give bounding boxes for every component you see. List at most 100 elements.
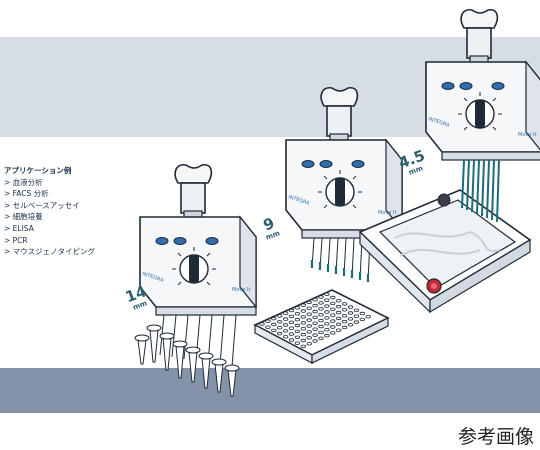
- plate-well: [353, 320, 360, 324]
- applications-list: アプリケーション例 > 血液分析 > FACS 分析 > セルベースアッセイ >…: [4, 165, 95, 258]
- plate-well: [330, 319, 336, 323]
- plate-well: [271, 322, 277, 327]
- tube-row: [134, 324, 240, 397]
- plate-well: [336, 316, 342, 321]
- plate-well: [359, 311, 365, 316]
- plate-well: [288, 320, 295, 324]
- plate-well: [294, 317, 301, 322]
- microplate-96: [253, 289, 390, 364]
- plate-well: [300, 303, 306, 307]
- plate-well: [265, 319, 271, 323]
- plate-well: [300, 332, 306, 337]
- plate-well: [336, 310, 342, 315]
- application-item: > FACS 分析: [4, 189, 49, 199]
- plate-well: [294, 323, 301, 328]
- plate-well: [265, 325, 271, 329]
- plate-well: [277, 320, 283, 324]
- plate-well: [300, 338, 306, 343]
- plate-well: [341, 319, 348, 324]
- plate-well: [324, 333, 330, 338]
- plate-well: [288, 326, 295, 330]
- plate-well: [277, 331, 283, 336]
- pipette-9mm: INTEGRA Move It: [285, 86, 403, 283]
- plate-well: [312, 321, 318, 325]
- plate-well: [359, 317, 365, 322]
- plate-well: [288, 308, 295, 313]
- plate-well: [300, 344, 306, 349]
- plate-well: [324, 292, 330, 296]
- plate-well: [324, 322, 330, 326]
- application-item: > ELISA: [4, 223, 34, 233]
- plate-well: [336, 328, 342, 332]
- plate-well: [330, 325, 336, 329]
- plate-well: [294, 329, 301, 334]
- plate-well: [306, 330, 312, 334]
- plate-well: [353, 314, 360, 318]
- plate-well: [282, 329, 289, 333]
- plate-well: [294, 335, 301, 339]
- plate-well: [300, 309, 306, 313]
- plate-well: [312, 333, 318, 337]
- reference-image-caption: 参考画像: [457, 426, 534, 448]
- plate-well: [324, 316, 330, 320]
- plate-well: [318, 330, 324, 335]
- plate-well: [288, 338, 295, 342]
- pipette-4-5mm: INTEGRA Move It: [425, 8, 540, 223]
- plate-well: [282, 335, 289, 339]
- plate-well: [347, 317, 354, 321]
- plate-well: [259, 322, 265, 326]
- application-item: > PCR: [4, 235, 28, 245]
- model-label-right: Move It: [518, 132, 536, 138]
- application-item: > セルベースアッセイ: [4, 200, 80, 210]
- plate-well: [353, 308, 360, 312]
- plate-well: [271, 316, 277, 321]
- plate-well: [341, 314, 348, 318]
- plate-well: [336, 299, 342, 303]
- plate-well: [341, 302, 348, 306]
- plate-well: [330, 313, 336, 317]
- plate-well: [312, 315, 318, 320]
- plate-well: [306, 306, 312, 310]
- plate-well: [294, 312, 301, 316]
- model-label-left: Move It: [232, 287, 250, 293]
- plate-well: [306, 342, 312, 346]
- plate-well: [347, 305, 354, 309]
- plate-well: [282, 311, 289, 315]
- plate-well: [324, 304, 330, 308]
- plate-well: [300, 315, 306, 319]
- plate-well: [271, 328, 277, 333]
- plate-well: [294, 306, 301, 310]
- plate-well: [306, 318, 312, 322]
- plate-well: [347, 311, 354, 315]
- plate-well: [312, 298, 318, 302]
- plate-well: [288, 332, 295, 336]
- plate-well: [318, 336, 324, 340]
- plate-well: [277, 326, 283, 330]
- plate-well: [336, 304, 342, 309]
- plate-well: [277, 314, 283, 318]
- background-band-bottom: [0, 368, 540, 413]
- plate-well: [306, 324, 312, 328]
- plate-well: [282, 317, 289, 321]
- plate-well: [318, 301, 324, 305]
- plate-well: [306, 300, 312, 305]
- plate-well: [330, 331, 336, 335]
- plate-well: [306, 312, 312, 316]
- plate-well: [365, 315, 371, 319]
- plate-well: [300, 321, 306, 325]
- plate-well: [312, 303, 318, 308]
- plate-well: [347, 323, 354, 327]
- plate-well: [330, 307, 336, 311]
- plate-well: [341, 308, 348, 312]
- plate-well: [341, 325, 348, 330]
- plate-well: [312, 327, 318, 331]
- plate-well: [288, 314, 295, 319]
- application-item: > 血液分析: [4, 177, 43, 187]
- plate-well: [330, 295, 336, 300]
- plate-well: [318, 324, 324, 329]
- plate-well: [324, 298, 330, 302]
- plate-well: [318, 307, 324, 311]
- applications-title: アプリケーション例: [4, 166, 72, 175]
